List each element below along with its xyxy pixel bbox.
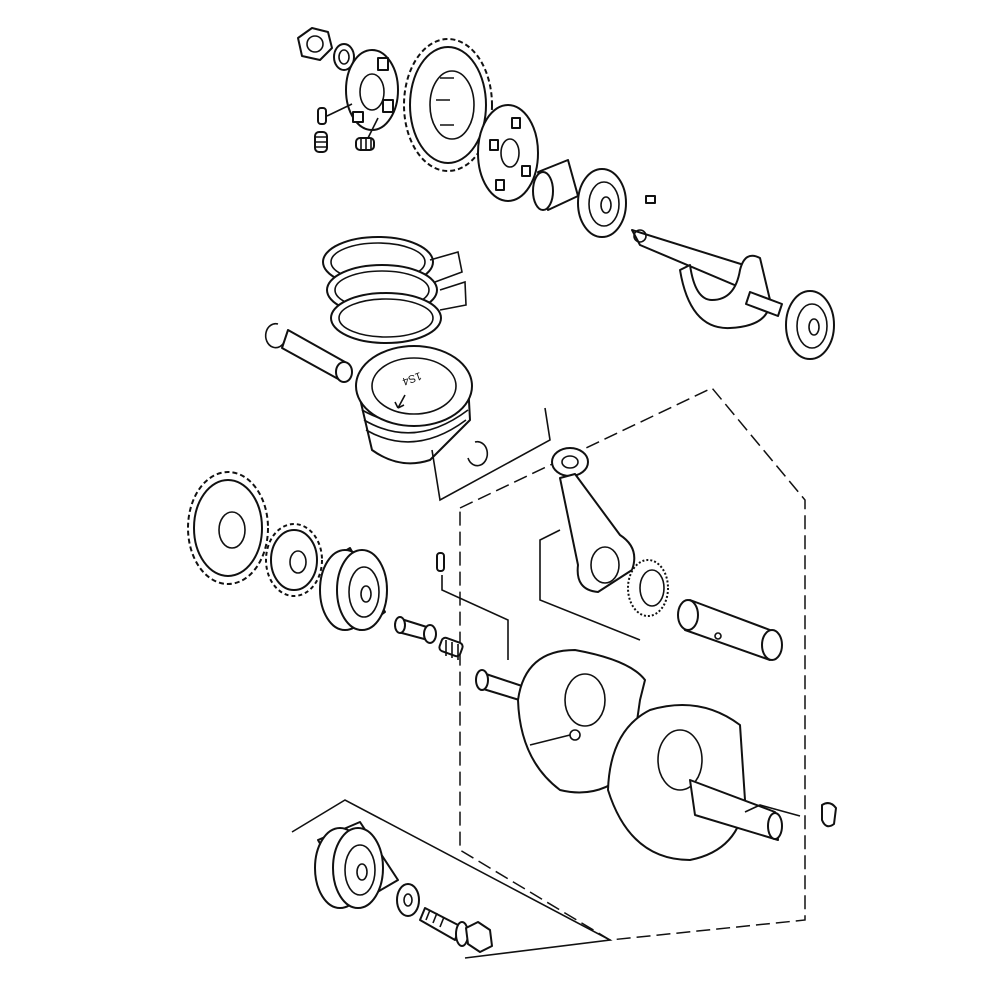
crankshaft-assembly-boundary [459,387,806,941]
balancer-shaft [631,229,783,330]
balancer-gear [265,523,323,597]
woodruff-key [821,802,837,828]
piston-pin-clip [264,322,286,349]
piston-pin [281,329,353,383]
primary-drive-gear [187,471,269,585]
crank-bearing [319,547,388,631]
washer [396,883,420,917]
leader-line [291,799,613,959]
spring [314,131,328,153]
damper-plate [345,49,399,131]
needle-bearing [627,559,669,617]
leader-line [539,529,641,641]
bearing [577,168,627,238]
flange-bolt [419,907,493,953]
lock-washer [333,43,355,71]
gear-plate [477,104,539,202]
connecting-rod [551,447,636,593]
piston-pin-clip [467,440,489,467]
piston-ring-set [322,236,467,344]
leader-line [431,407,551,502]
oil-pump-drive-shaft [394,616,437,644]
spring [438,636,464,660]
bearing [785,290,835,360]
crank-bearing [314,821,399,909]
woodruff-key [645,195,656,204]
balancer-drive-gear [403,38,493,172]
dowel-pin [436,552,509,660]
crankshaft-right-half [607,704,801,861]
spring [355,117,379,151]
pin [317,103,353,125]
nut [297,27,333,61]
piston: 1S4 [355,345,473,465]
collar [532,159,579,211]
crank-pin [677,599,783,661]
